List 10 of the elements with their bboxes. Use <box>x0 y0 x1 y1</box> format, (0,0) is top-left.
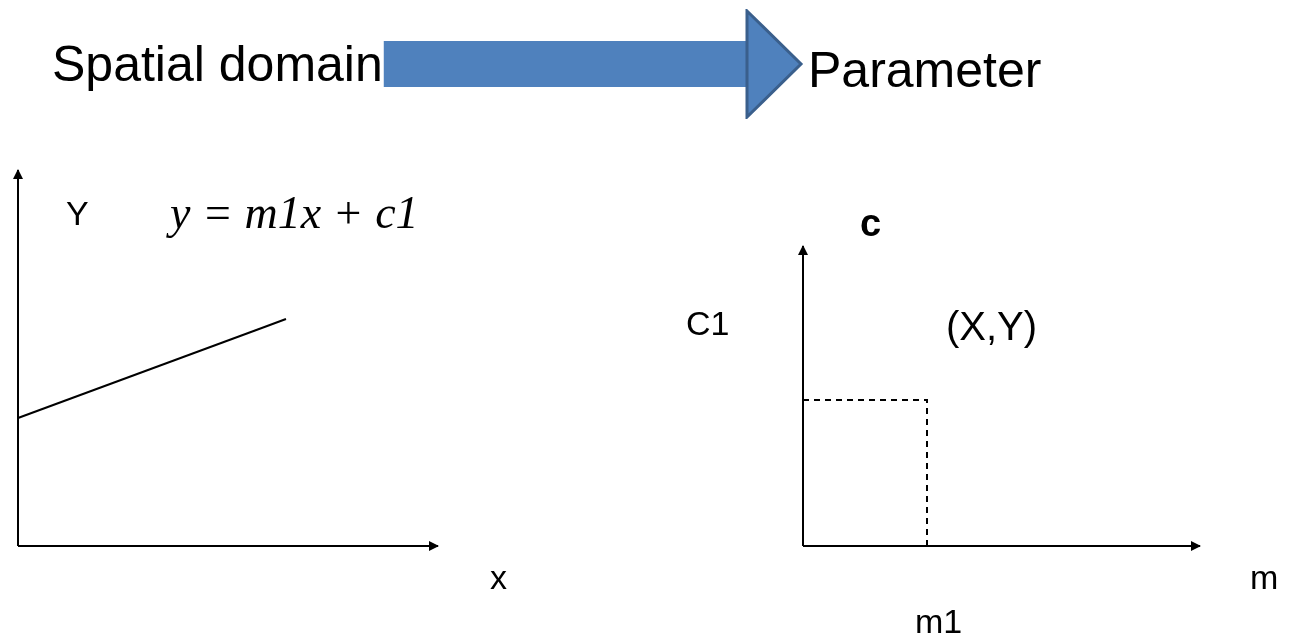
tick-label: m1 <box>915 604 963 638</box>
axis-label: m <box>1250 560 1279 594</box>
point-label: (X,Y) <box>946 306 1038 346</box>
heading-text: Spatial domain <box>52 34 383 94</box>
axis-label: x <box>490 560 507 594</box>
block-arrow <box>383 9 803 119</box>
axis-label: c <box>860 204 882 242</box>
tick-label: C1 <box>686 306 730 340</box>
axis-label: Y <box>66 196 89 230</box>
heading-text: Parameter <box>808 40 1042 100</box>
